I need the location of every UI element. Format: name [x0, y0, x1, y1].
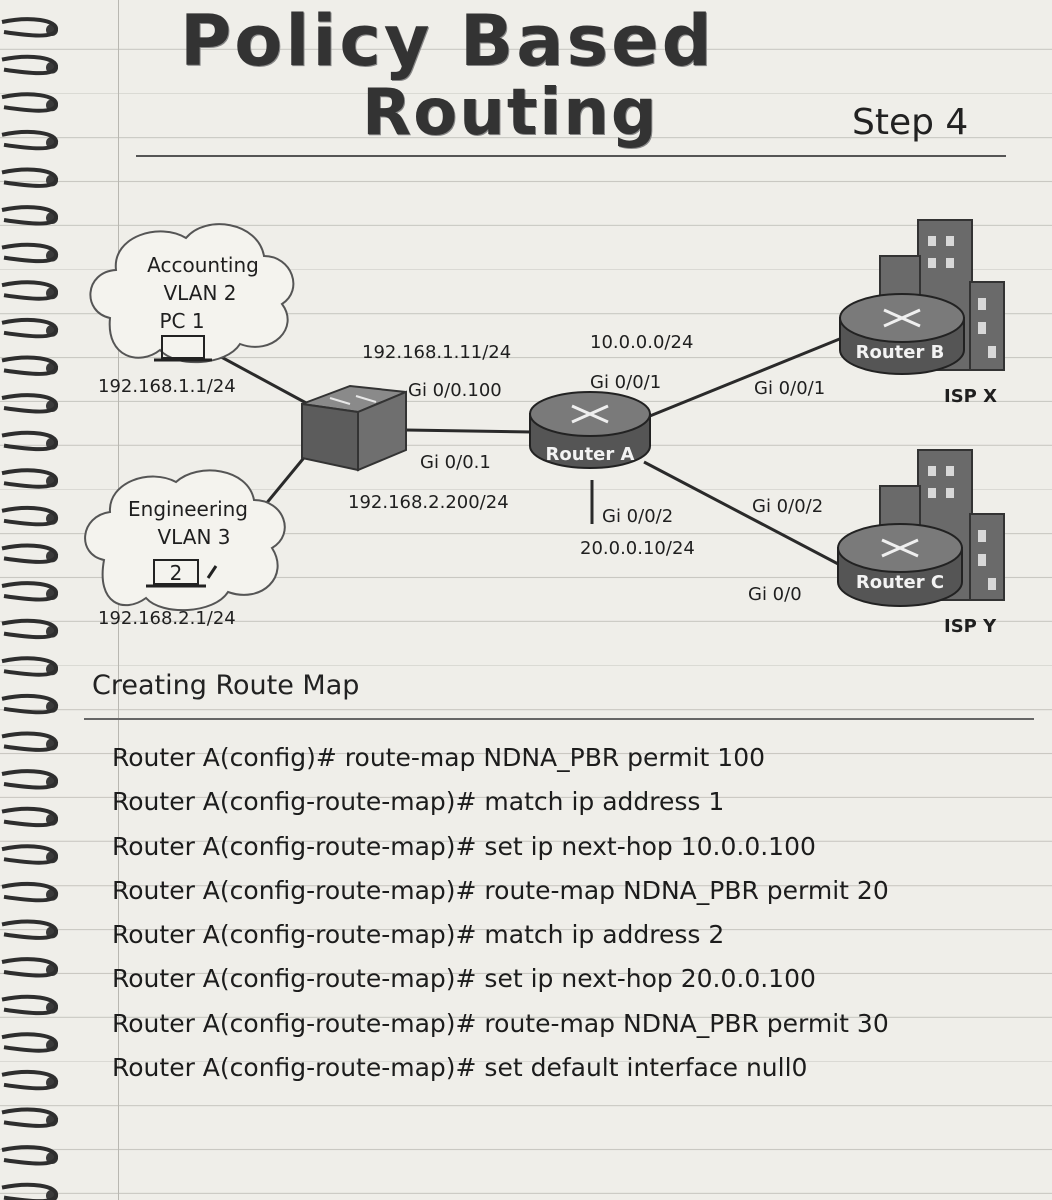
- pc1-ip: 192.168.1.1/24: [98, 376, 236, 397]
- router-c-label: Router C: [856, 572, 944, 593]
- binding-coil: [1, 1069, 58, 1091]
- pc2-ip: 192.168.2.1/24: [98, 608, 236, 629]
- binding-coil: [1, 393, 58, 414]
- step-label: Step 4: [852, 102, 969, 143]
- binding-coil: [1, 317, 58, 339]
- link-switch-router-a: [405, 428, 533, 434]
- router-b-if: Gi 0/0/1: [754, 378, 825, 399]
- router-b-icon: [839, 293, 965, 375]
- command-line: Router A(config-route-map)# set default …: [112, 1053, 808, 1083]
- binding-coil: [1, 994, 58, 1016]
- laptop-icon: [154, 335, 212, 362]
- section-underline: [84, 718, 1034, 720]
- router-a-if-top: Gi 0/0/1: [590, 372, 661, 393]
- binding-coil: [1, 355, 58, 376]
- pc1-label: PC 1: [159, 309, 204, 333]
- binding-coil: [1, 1032, 58, 1053]
- binding-coil: [1, 919, 58, 940]
- link-router-a-router-c: [643, 460, 843, 568]
- router-c-if-bottom: Gi 0/0: [748, 584, 802, 605]
- spiral-binding: [1, 17, 58, 1200]
- binding-coil: [1, 167, 58, 188]
- laptop-icon: [146, 559, 218, 588]
- binding-coil: [1, 205, 58, 226]
- binding-coil: [1, 17, 58, 38]
- binding-coil: [1, 543, 58, 564]
- page-title-line-2: Routing: [362, 76, 659, 150]
- isp-x-label: ISP X: [944, 386, 997, 407]
- router-c-if-top: Gi 0/0/2: [752, 496, 823, 517]
- subif-1-name: Gi 0/0.1: [420, 452, 491, 473]
- isp-y-label: ISP Y: [944, 616, 997, 637]
- router-a-label: Router A: [546, 444, 635, 465]
- network-diagram: Accounting VLAN 2 PC 1 Engineering VLAN …: [84, 219, 1005, 637]
- binding-coil: [1, 1145, 58, 1166]
- vlan3-name: Engineering: [128, 497, 248, 521]
- command-line: Router A(config-route-map)# match ip add…: [112, 920, 725, 950]
- vlan2-label: VLAN 2: [163, 281, 236, 305]
- binding-coil: [1, 769, 58, 790]
- subif-1-ip: 192.168.2.200/24: [348, 492, 509, 513]
- command-line: Router A(config-route-map)# set ip next-…: [112, 831, 816, 861]
- router-a-icon: [529, 391, 651, 469]
- binding-coil: [1, 1182, 58, 1200]
- command-line: Router A(config-route-map)# set ip next-…: [112, 964, 816, 994]
- command-line: Router A(config)# route-map NDNA_PBR per…: [112, 743, 766, 772]
- binding-coil: [1, 731, 58, 752]
- command-line: Router A(config-route-map)# route-map ND…: [112, 875, 889, 905]
- page-title-line-1: Policy Based: [180, 0, 715, 82]
- command-list: Router A(config)# route-map NDNA_PBR per…: [112, 738, 889, 1092]
- binding-coil: [1, 656, 58, 677]
- vlan2-name: Accounting: [147, 253, 259, 277]
- link-router-a-router-b: [639, 336, 843, 422]
- binding-coil: [1, 881, 58, 903]
- binding-coil: [1, 505, 58, 527]
- accounting-cloud: [89, 223, 295, 364]
- subif-100-ip: 192.168.1.11/24: [362, 342, 511, 363]
- router-b-label: Router B: [856, 342, 945, 363]
- binding-coil: [1, 468, 58, 489]
- binding-coil: [1, 280, 58, 301]
- command-line: Router A(config-route-map)# match ip add…: [112, 787, 725, 817]
- vlan3-label: VLAN 3: [157, 525, 230, 549]
- binding-coil: [1, 92, 58, 113]
- switch-icon: [301, 384, 407, 472]
- binding-coil: [1, 957, 58, 978]
- section-title: Creating Route Map: [92, 670, 360, 701]
- binding-coil: [1, 806, 58, 828]
- binding-coil: [1, 618, 58, 640]
- router-c-icon: [837, 523, 963, 607]
- pc2-badge: 2: [170, 561, 183, 585]
- binding-coil: [1, 129, 58, 151]
- binding-coil: [1, 581, 58, 602]
- binding-coil: [1, 242, 58, 264]
- engineering-cloud: [84, 469, 286, 612]
- link-pc1-switch: [211, 350, 309, 406]
- command-line: Router A(config-route-map)# route-map ND…: [112, 1008, 889, 1038]
- binding-coil: [1, 54, 58, 76]
- net-10: 10.0.0.0/24: [590, 332, 693, 353]
- title-underline: [136, 155, 1006, 157]
- binding-coil: [1, 430, 58, 452]
- subif-100-name: Gi 0/0.100: [408, 380, 502, 401]
- net-20: 20.0.0.10/24: [580, 538, 695, 559]
- router-a-if-bottom: Gi 0/0/2: [602, 506, 673, 527]
- binding-coil: [1, 1107, 58, 1128]
- binding-coil: [1, 844, 58, 865]
- binding-coil: [1, 693, 58, 715]
